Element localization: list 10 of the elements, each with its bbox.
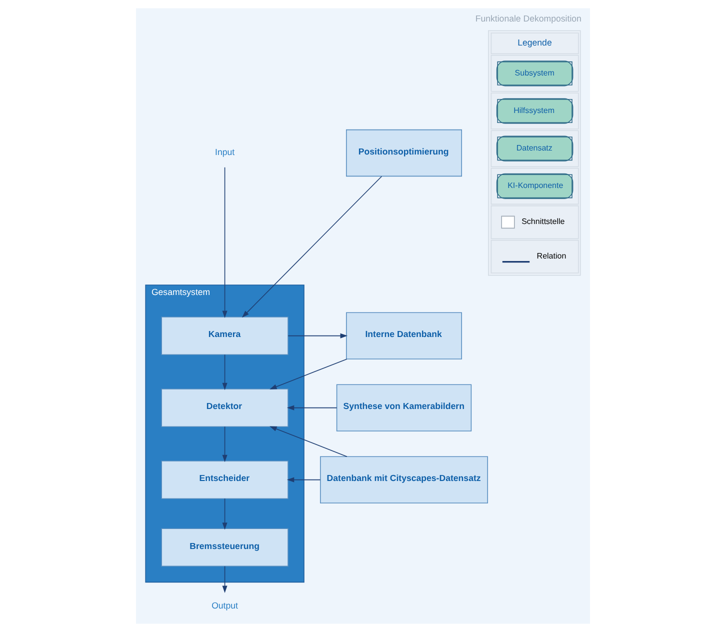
legend-label: Datensatz [516,144,552,153]
diagram-title: Funktionale Dekomposition [474,14,581,24]
label: Legende [517,38,552,48]
legend-label: Subsystem [514,68,554,78]
legend-label: Hilfssystem [513,106,554,115]
legend-label: Relation [536,252,566,261]
legend-label: KI-Komponente [507,181,563,190]
legend-label: Schnittstelle [521,217,564,226]
node-text: Input [214,147,234,158]
node-text: Output [211,600,238,610]
